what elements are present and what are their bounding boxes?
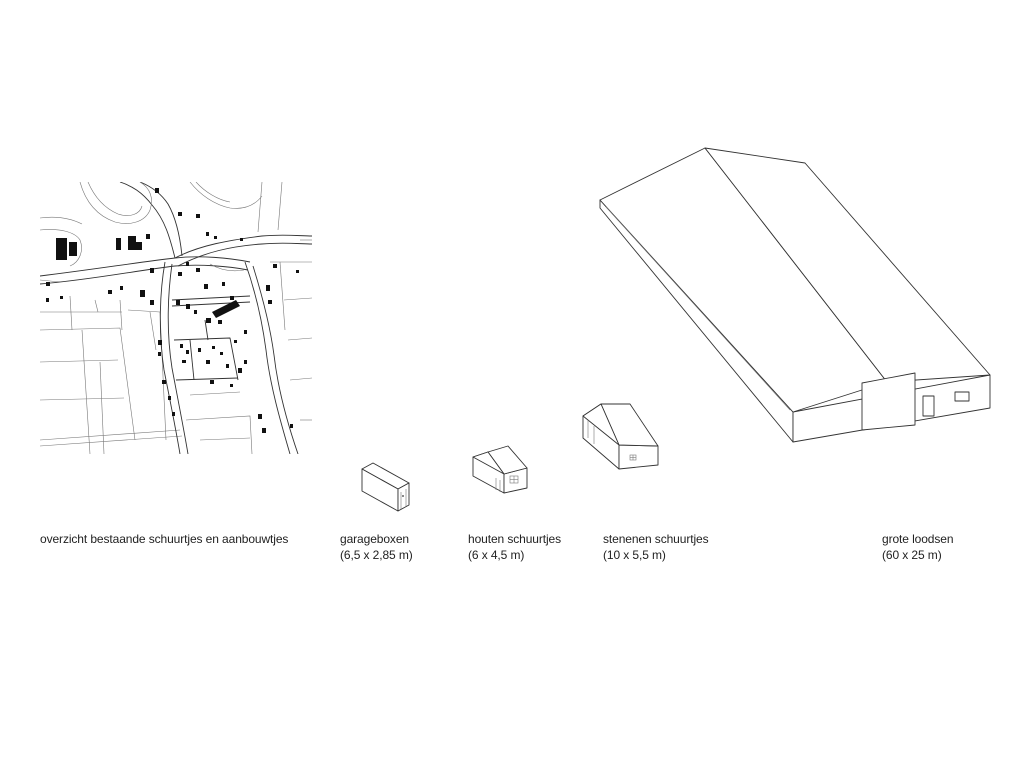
site-map: [40, 182, 312, 454]
wooden-shed-caption: houten schuurtjes (6 x 4,5 m): [468, 531, 561, 563]
large-barn-drawing: [599, 147, 991, 443]
wooden-shed-drawing: [472, 445, 528, 494]
stone-shed-name: stenenen schuurtjes: [603, 532, 709, 546]
garage-size: (6,5 x 2,85 m): [340, 548, 413, 562]
barn-caption: grote loodsen (60 x 25 m): [882, 531, 954, 563]
barn-size: (60 x 25 m): [882, 548, 942, 562]
stone-shed-caption: stenenen schuurtjes (10 x 5,5 m): [603, 531, 709, 563]
garage-caption: garageboxen (6,5 x 2,85 m): [340, 531, 413, 563]
road-network: [40, 182, 312, 454]
wooden-shed-size: (6 x 4,5 m): [468, 548, 525, 562]
garage-box-drawing: [361, 462, 410, 512]
stone-shed-size: (10 x 5,5 m): [603, 548, 666, 562]
stone-shed-drawing: [582, 403, 659, 470]
wooden-shed-name: houten schuurtjes: [468, 532, 562, 546]
barn-name: grote loodsen: [882, 532, 954, 546]
garage-name: garageboxen: [340, 532, 409, 546]
map-buildings: [46, 188, 299, 433]
overview-caption: overzicht bestaande schuurtjes en aanbou…: [40, 531, 288, 547]
water-areas: [40, 182, 263, 272]
overview-label: overzicht bestaande schuurtjes en aanbou…: [40, 532, 289, 546]
parcel-lines: [40, 182, 312, 454]
